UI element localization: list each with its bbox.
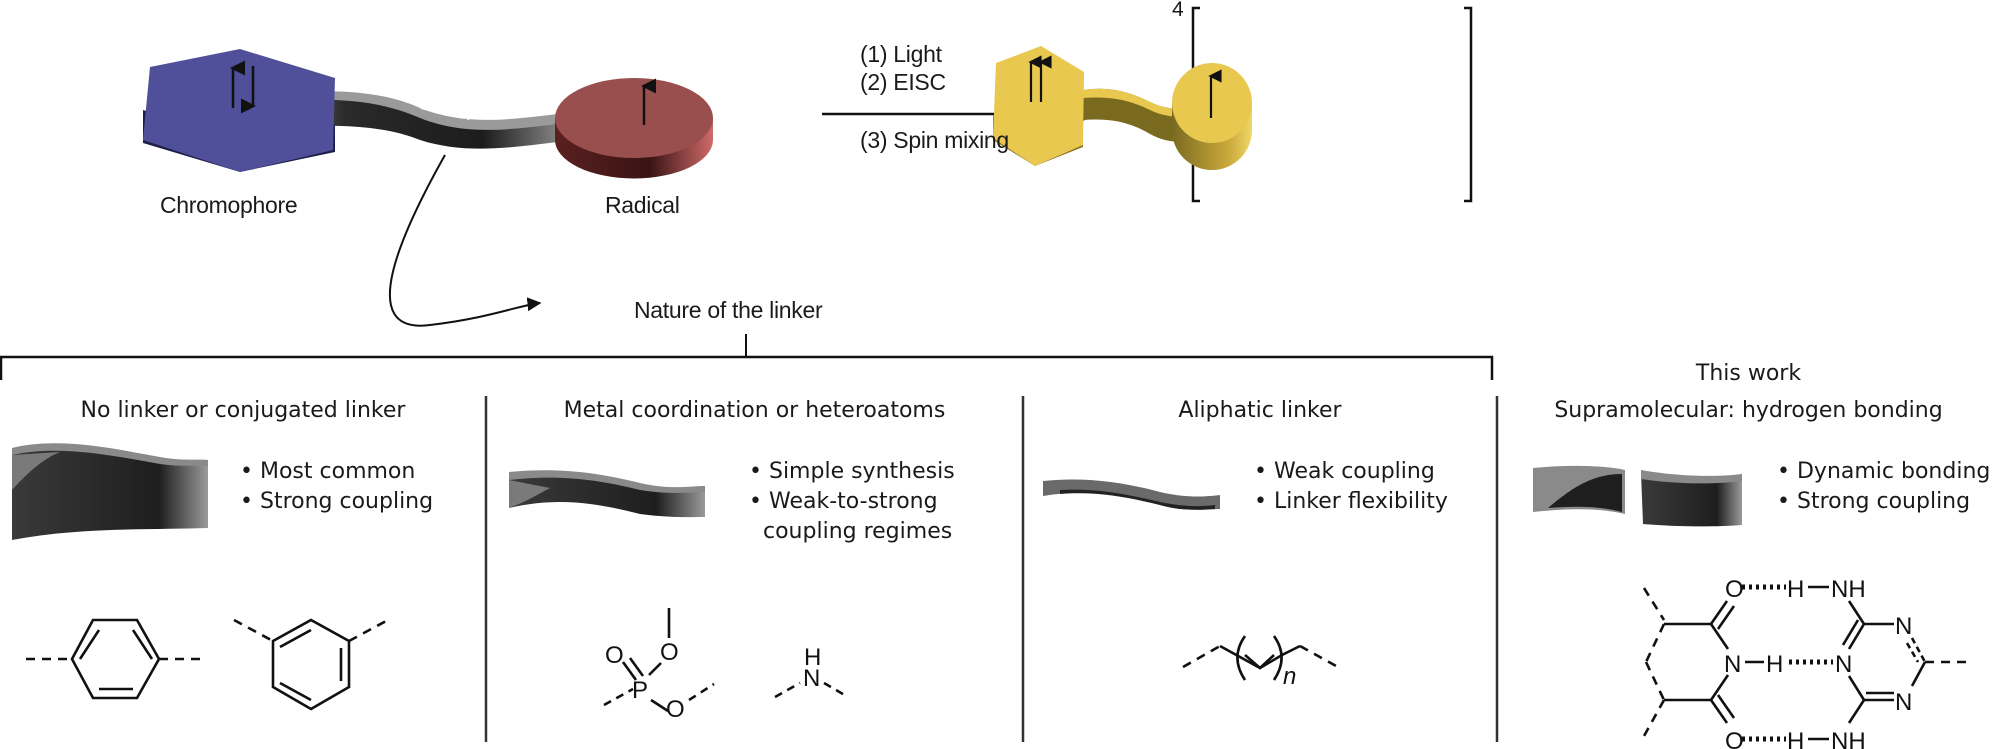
- bullet-item: • Weak coupling: [1254, 459, 1435, 484]
- atom-nitrogen: N: [1724, 651, 1741, 678]
- bullet-item: • Linker flexibility: [1254, 489, 1448, 514]
- structure-phosphate: O O P O: [603, 608, 715, 723]
- panel-title-heteroatom: Metal coordination or heteroatoms: [563, 398, 946, 423]
- spin-state-superscript: 4: [1172, 0, 1184, 21]
- bullet-item: coupling regimes: [763, 519, 953, 544]
- structure-amine: H N: [774, 644, 849, 699]
- structure-alkyl-chain: n: [1182, 635, 1339, 690]
- atom-nitrogen: N: [803, 665, 820, 692]
- atom-oxygen: O: [1725, 728, 1744, 749]
- panel-bullets-heteroatom: • Simple synthesis • Weak-to-strong coup…: [749, 457, 955, 547]
- atom-hydrogen: H: [804, 644, 821, 671]
- atom-hydrogen: H: [1787, 576, 1804, 603]
- atom-nitrogen: N: [1895, 689, 1912, 716]
- condition-light: (1) Light: [860, 41, 942, 67]
- atom-oxygen: O: [605, 642, 624, 669]
- bullet-item: • Weak-to-strong: [749, 489, 938, 514]
- band-split: [1533, 465, 1742, 527]
- atom-oxygen: O: [666, 696, 685, 723]
- atom-amine: NH: [1831, 576, 1866, 603]
- product-molecule: [993, 46, 1252, 170]
- structure-hydrogen-bonded-pair: O H NH N N H N N O H NH: [1642, 576, 1972, 749]
- atom-hydrogen: H: [1766, 651, 1783, 678]
- atom-nitrogen: N: [1895, 613, 1912, 640]
- atom-phosphorus: P: [632, 677, 648, 704]
- bullet-item: • Strong coupling: [240, 489, 434, 514]
- panel-bullets-aliphatic: • Weak coupling • Linker flexibility: [1254, 457, 1448, 517]
- nature-of-linker-label: Nature of the linker: [634, 297, 823, 323]
- condition-eisc: (2) EISC: [860, 69, 946, 95]
- panel-title-aliphatic: Aliphatic linker: [1178, 398, 1342, 423]
- panel-bullets-conjugated: • Most common • Strong coupling: [240, 457, 433, 517]
- curved-arrow: [389, 154, 542, 327]
- chromophore-hexagon: [143, 49, 335, 172]
- chromophore-label: Chromophore: [160, 192, 298, 218]
- bullet-item: • Dynamic bonding: [1777, 459, 1991, 484]
- atom-oxygen: O: [1725, 576, 1744, 603]
- radical-label: Radical: [605, 192, 680, 218]
- right-bracket: [1464, 6, 1473, 203]
- structure-para-phenylene: [26, 618, 205, 700]
- atom-hydrogen: H: [1787, 728, 1804, 749]
- bullet-item: • Simple synthesis: [749, 459, 955, 484]
- category-bracket: [0, 355, 1494, 380]
- band-weak: [1043, 479, 1220, 510]
- radical-disk: [555, 78, 713, 179]
- condition-spin-mixing: (3) Spin mixing: [860, 127, 1009, 153]
- bullet-item: • Strong coupling: [1777, 489, 1971, 514]
- band-medium: [509, 470, 705, 518]
- band-strong: [12, 443, 208, 540]
- atom-oxygen: O: [660, 639, 679, 666]
- panel-title-this-work: This work: [1695, 361, 1802, 386]
- structure-meta-phenylene: [233, 618, 389, 711]
- atom-nitrogen: N: [1835, 651, 1852, 678]
- panel-title-conjugated: No linker or conjugated linker: [80, 398, 406, 423]
- linker-shape: [258, 91, 575, 149]
- panel-bullets-supramolecular: • Dynamic bonding • Strong coupling: [1777, 457, 1990, 517]
- bullet-item: • Most common: [240, 459, 416, 484]
- atom-amine: NH: [1831, 728, 1866, 749]
- repeat-subscript: n: [1283, 663, 1296, 690]
- panel-title-supramolecular: Supramolecular: hydrogen bonding: [1554, 398, 1943, 423]
